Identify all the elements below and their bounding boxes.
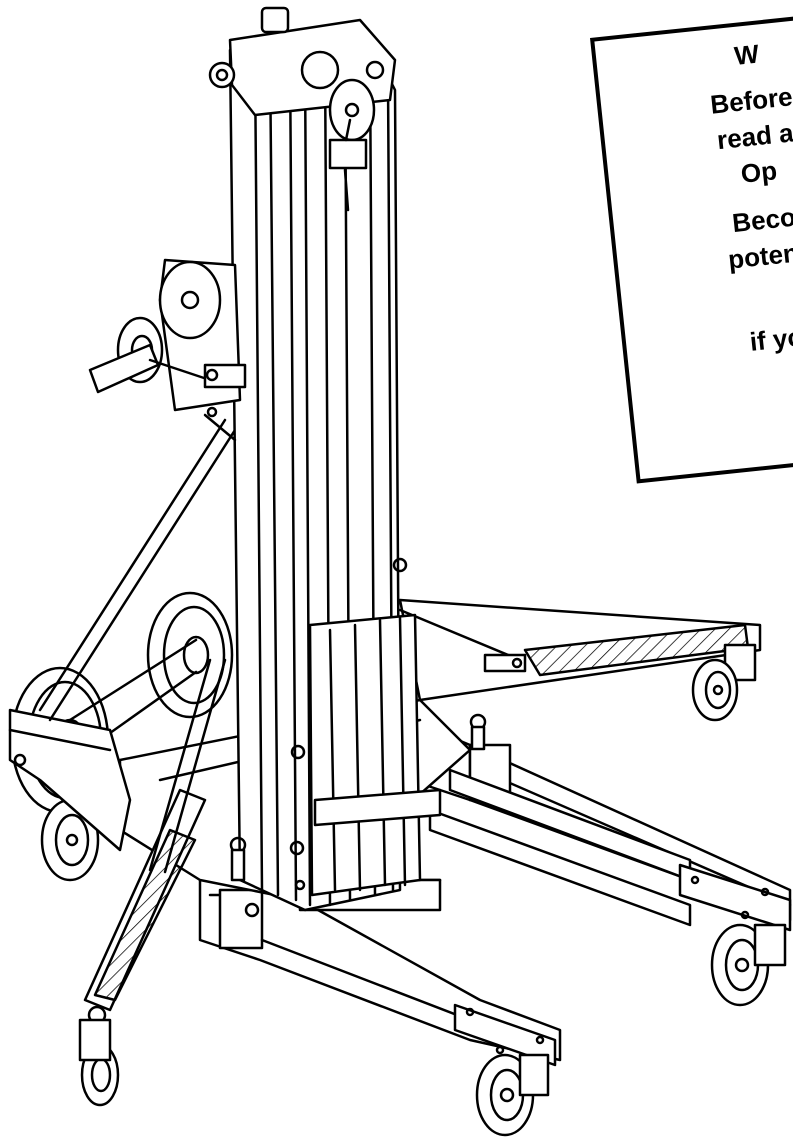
lock-pins <box>229 713 487 882</box>
winch <box>88 258 247 442</box>
left-front-caster <box>475 1053 550 1137</box>
axle-housing <box>8 708 132 852</box>
right-front-caster <box>710 923 787 1007</box>
warning-title: W <box>732 38 761 71</box>
warning-line: if yo <box>748 321 793 357</box>
front-strut <box>78 788 207 1107</box>
right-front-leg <box>408 718 792 932</box>
mast-top <box>208 6 397 212</box>
carriage <box>289 557 442 897</box>
side-brace <box>38 418 237 874</box>
right-rear-caster <box>691 643 757 722</box>
